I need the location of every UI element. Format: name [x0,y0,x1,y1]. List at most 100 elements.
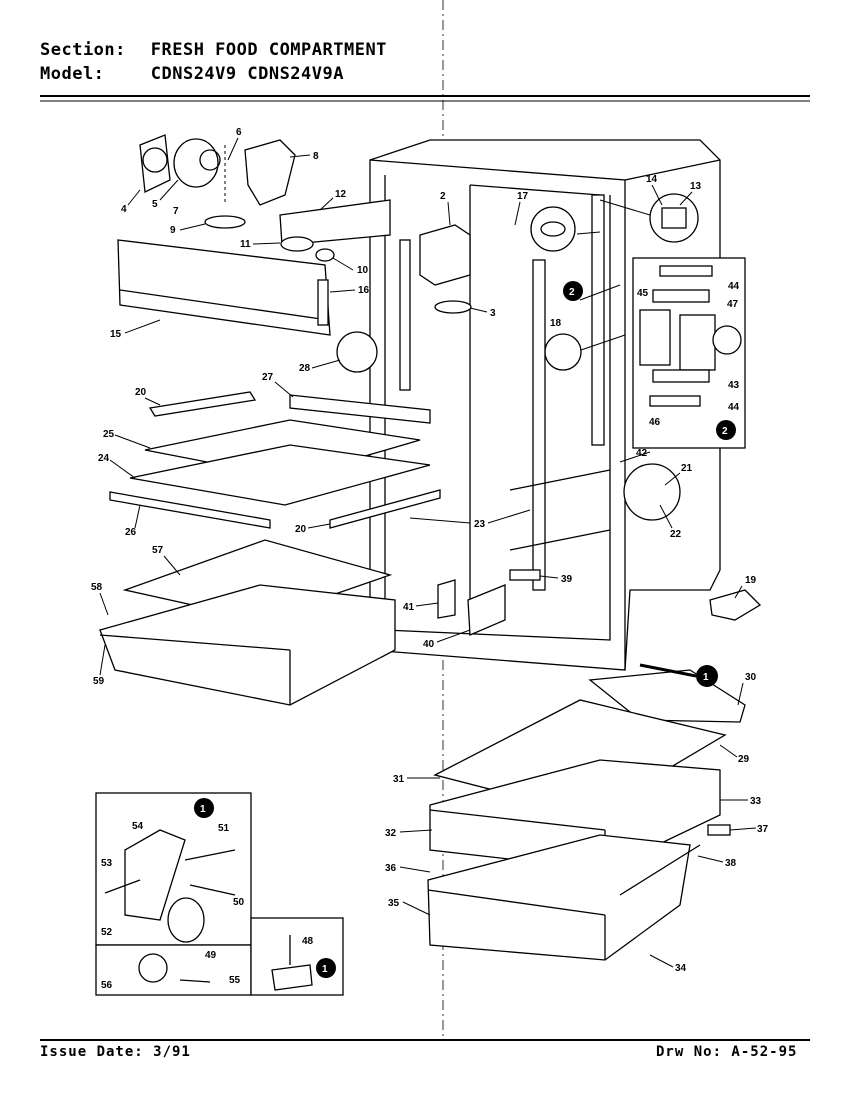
callout-45: 45 [637,288,649,299]
callout-12: 12 [335,189,347,200]
section-value: FRESH FOOD COMPARTMENT [150,40,387,60]
leader-34 [649,954,674,968]
callout-48: 48 [302,936,314,947]
callout-51: 51 [218,823,230,834]
ref-1-leader [639,663,697,678]
part-20-bracket [148,391,257,417]
crisper-left [99,539,396,706]
light-assembly [117,134,391,336]
callout-38: 38 [725,858,737,869]
bracket-41 [437,579,456,619]
part-52-bracket [124,829,186,921]
leader-8 [289,154,311,158]
callout-18: 18 [550,318,562,329]
callout-6: 6 [236,127,242,138]
issue-date: Issue Date: 3/91 [40,1044,191,1060]
circled-refs: 2 2 1 1 1 [194,281,736,978]
leader-42 [619,451,651,463]
callout-26: 26 [125,527,137,538]
callout-25: 25 [103,429,115,440]
callout-10: 10 [357,265,369,276]
callout-56: 56 [101,980,113,991]
leader-39 [539,575,559,579]
part-roller [167,897,205,943]
leader-35 [402,901,431,916]
callout-20b: 20 [295,524,307,535]
callout-44b: 44 [728,402,740,413]
part-27-trim [289,394,431,424]
callout-47: 47 [727,299,739,310]
panel-edge [119,289,329,321]
callout-2: 2 [440,191,446,202]
part-15-panel [117,239,331,336]
model-label: Model: [40,64,105,84]
leader-30 [737,682,744,706]
ref-2b-label: 2 [722,426,728,437]
part-46 [649,395,701,407]
part-5-lens [199,149,221,171]
callout-11: 11 [240,239,251,250]
inset-frame-wheel [95,944,252,996]
callout-49: 49 [205,950,217,961]
part-17 [540,221,566,237]
callout-46: 46 [649,417,661,428]
part-55-pin [179,979,211,983]
callout-9: 9 [170,225,176,236]
leader-20b [307,523,331,529]
crisper-right [427,669,746,961]
callout-14: 14 [646,174,658,185]
part-47-detail [712,325,742,355]
part-34-35-drawer [427,834,691,961]
callout-50: 50 [233,897,245,908]
part-wheel [138,953,168,983]
callout-39: 39 [561,574,573,585]
callout-4: 4 [121,204,127,215]
callout-15: 15 [110,329,122,340]
part-9 [204,215,246,229]
leader-32 [399,829,433,833]
leader-2 [447,201,451,226]
drawer-35-front [427,889,606,916]
ref-2-marker [563,281,583,301]
rail-lower [509,529,611,551]
ref-1b-label: 1 [200,804,206,815]
leader-36 [399,866,431,873]
callout-5: 5 [152,199,158,210]
leader-13 [679,191,693,206]
callout-20: 20 [135,387,147,398]
part-12-shield [279,199,391,246]
callout-33: 33 [750,796,762,807]
leader-9 [179,223,206,231]
leader-23b [487,509,531,524]
part-53-screw [104,879,141,894]
shelf-assembly [109,331,441,529]
part-38-rail [619,844,701,896]
part-28-detail [336,331,378,373]
part-10 [315,248,335,262]
leader-3 [469,307,488,313]
callout-57: 57 [152,545,164,556]
part-20b-bracket [329,489,441,529]
leader-19 [734,585,743,599]
part-8 [244,139,296,206]
lead-17 [576,231,601,235]
leader-22 [659,504,673,529]
hinge-19 [709,589,762,621]
leader-57 [163,555,181,576]
part-26-trim [109,491,271,529]
leader-lines [99,137,757,968]
leader-59 [99,644,106,676]
leader-14 [651,184,663,206]
leader-26 [134,504,141,529]
callout-27: 27 [262,372,274,383]
ref-2-label: 2 [569,287,575,298]
knob-3 [434,300,472,314]
detail-18 [544,333,582,371]
callout-29: 29 [738,754,750,765]
callout-28: 28 [299,363,311,374]
liner-outline [384,175,611,641]
leader-40 [436,629,471,643]
leader-37 [729,827,757,831]
leader-16 [329,289,356,293]
callout-37: 37 [757,824,769,835]
